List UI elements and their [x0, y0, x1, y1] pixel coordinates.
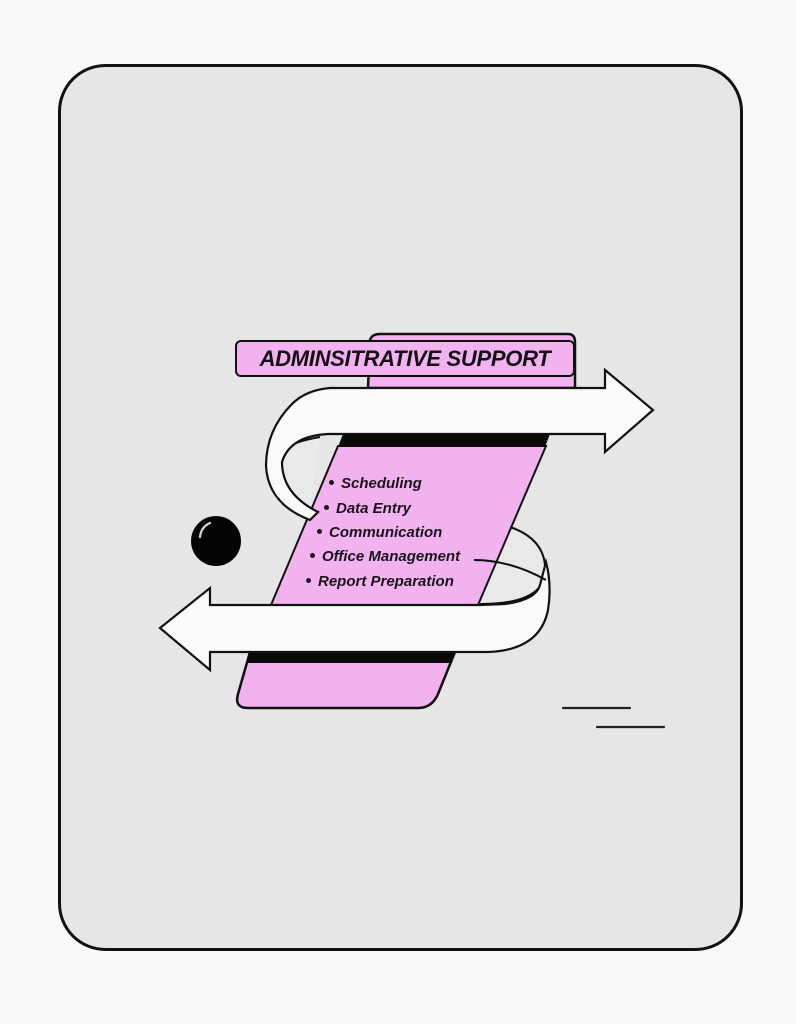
motion-lines-icon	[561, 706, 666, 729]
arrow-right-icon	[264, 367, 655, 522]
diagram-title: ADMINSITRATIVE SUPPORT	[259, 345, 551, 371]
arrow-left-icon	[158, 557, 551, 673]
diagram-title-box: ADMINSITRATIVE SUPPORT	[235, 340, 575, 377]
black-ball-icon	[191, 516, 241, 566]
bottom-pink-base	[235, 650, 457, 710]
